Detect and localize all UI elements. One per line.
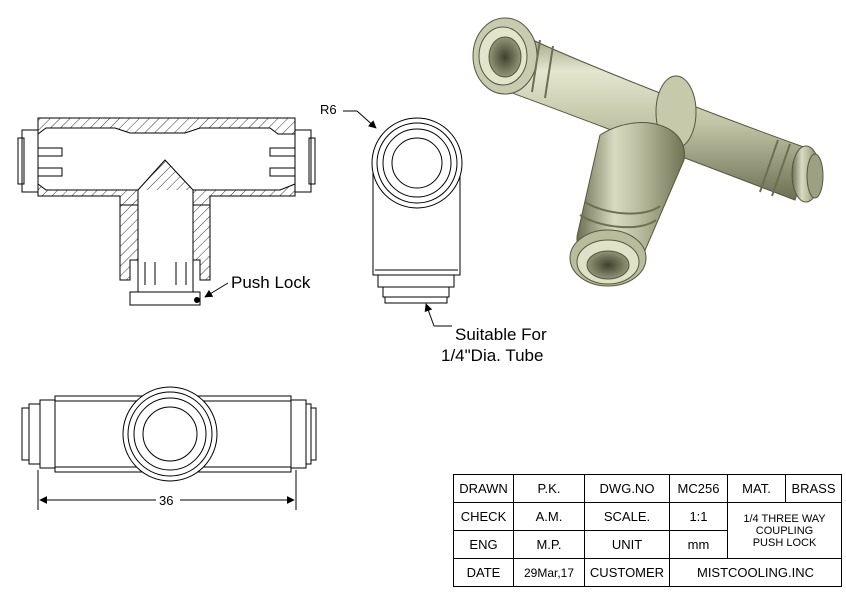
section-bottom-wall-left bbox=[37, 183, 139, 206]
section-end-ring-left bbox=[17, 137, 25, 185]
drawn-value: P.K. bbox=[513, 474, 585, 503]
side-ring-circle-2 bbox=[382, 128, 452, 198]
push-lock-label: Push Lock bbox=[231, 273, 311, 292]
radius-leader bbox=[356, 110, 377, 129]
tube-label-line1: Suitable For bbox=[455, 325, 547, 344]
top-left-ring bbox=[28, 403, 41, 465]
drawn-label: DRAWN bbox=[453, 474, 514, 503]
side-bore-circle bbox=[391, 137, 443, 189]
section-end-cap-right bbox=[294, 129, 312, 193]
section-top-wall bbox=[37, 117, 296, 135]
isometric-view bbox=[472, 17, 824, 287]
section-branch-collet bbox=[129, 260, 201, 306]
section-collet-right-top bbox=[269, 147, 295, 157]
side-collet-tip bbox=[384, 296, 448, 304]
side-collar bbox=[377, 274, 455, 288]
eng-label: ENG bbox=[453, 530, 514, 559]
section-end-cap-left bbox=[21, 129, 39, 193]
mat-label: MAT. bbox=[727, 474, 786, 503]
top-bore-circle bbox=[142, 406, 198, 462]
length-dimension: 36 bbox=[159, 493, 174, 508]
date-label: DATE bbox=[453, 558, 514, 587]
section-end-ring-right bbox=[308, 137, 316, 185]
section-collet-right-bottom bbox=[269, 167, 295, 177]
radius-label: R6 bbox=[320, 102, 337, 117]
side-collet bbox=[382, 286, 450, 298]
top-right-ring bbox=[305, 403, 312, 465]
check-label: CHECK bbox=[453, 502, 514, 531]
customer-label: CUSTOMER bbox=[584, 558, 670, 587]
iso-branch-bore bbox=[586, 250, 630, 280]
tube-leader bbox=[424, 303, 435, 327]
top-right-tip bbox=[310, 407, 317, 461]
section-cone bbox=[137, 159, 194, 191]
section-view bbox=[17, 117, 316, 306]
description-line2: COUPLING bbox=[755, 524, 814, 537]
top-right-collar bbox=[290, 399, 307, 469]
scale-value: 1:1 bbox=[669, 502, 728, 531]
top-view bbox=[21, 386, 317, 510]
eng-value: M.P. bbox=[513, 530, 585, 559]
customer-value: MISTCOOLING.INC bbox=[669, 558, 842, 587]
iso-branch-grooves bbox=[579, 201, 661, 229]
iso-right-end bbox=[806, 153, 824, 199]
description-line3: PUSH LOCK bbox=[752, 536, 817, 549]
section-bottom-wall-right bbox=[192, 183, 296, 206]
top-left-tip bbox=[21, 407, 30, 461]
top-ring-circle-2 bbox=[133, 397, 207, 471]
unit-value: mm bbox=[669, 530, 728, 559]
scale-label: SCALE. bbox=[584, 502, 670, 531]
section-collet-fingers bbox=[144, 262, 187, 285]
top-left-collar bbox=[39, 399, 56, 469]
top-outer-circle bbox=[122, 386, 218, 482]
section-collet-left-top bbox=[38, 147, 63, 157]
section-branch-left-wall bbox=[119, 204, 139, 281]
description-cell: 1/4 THREE WAY COUPLING PUSH LOCK bbox=[727, 502, 842, 559]
iso-right-grooves bbox=[759, 139, 791, 197]
title-block: DRAWN P.K. DWG.NO MC256 MAT. BRASS CHECK… bbox=[453, 474, 842, 587]
iso-left-grooves bbox=[531, 39, 554, 99]
dwgno-label: DWG.NO bbox=[584, 474, 670, 503]
section-oring-dot bbox=[194, 297, 200, 303]
side-outer-circle bbox=[371, 117, 463, 209]
section-branch-right-wall bbox=[192, 204, 211, 281]
date-value: 29Mar,17 bbox=[513, 558, 585, 587]
unit-label: UNIT bbox=[584, 530, 670, 559]
check-value: A.M. bbox=[513, 502, 585, 531]
push-lock-leader bbox=[204, 282, 229, 298]
mat-value: BRASS bbox=[785, 474, 842, 503]
top-ring-circle-1 bbox=[127, 391, 213, 477]
description-line1: 1/4 THREE WAY bbox=[743, 512, 826, 525]
side-view bbox=[343, 110, 463, 327]
side-ring-circle-1 bbox=[376, 122, 458, 204]
iso-main-tube bbox=[489, 27, 813, 201]
iso-left-bore bbox=[488, 36, 522, 78]
tube-label-line2: 1/4"Dia. Tube bbox=[441, 346, 544, 365]
dwgno-value: MC256 bbox=[669, 474, 728, 503]
section-collet-left-bottom bbox=[38, 167, 63, 177]
